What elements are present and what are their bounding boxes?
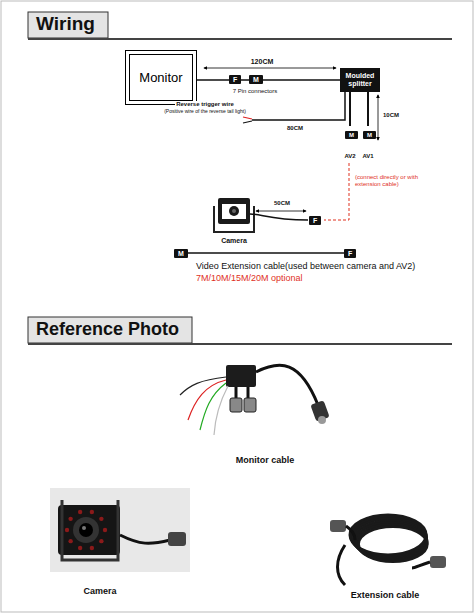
note-text: (Positive wire of the reverse tail light… (163, 109, 247, 115)
red-note: 7M/10M/15M/20M optional (195, 273, 304, 283)
node-text: Monitor (139, 70, 182, 85)
section-heading: Wiring (36, 13, 95, 35)
dimension-label: AV2 (343, 153, 356, 160)
red-note: (connect directly or with extension cabl… (354, 174, 438, 188)
dimension-label: 10CM (382, 112, 400, 119)
section-heading: Reference Photo (36, 319, 179, 340)
dimension-label: Camera (220, 237, 248, 245)
splitter-box: Moulded splitter (340, 68, 380, 92)
cable-line (197, 79, 340, 81)
dimension-label: 80CM (286, 125, 304, 132)
node-text: Moulded splitter (342, 72, 378, 87)
dimension-label: Monitor cable (235, 455, 296, 465)
connector-letter: M (174, 249, 188, 258)
connector-letter: F (229, 75, 241, 84)
dimension-label: 120CM (250, 58, 275, 66)
connector-letter: M (345, 131, 358, 139)
dimension-label: Camera (82, 586, 117, 596)
dimension-label: Extension cable (350, 590, 421, 600)
dimension-label: Reverse trigger wire (175, 101, 235, 108)
note-text: 7 Pin connectors (232, 88, 279, 95)
connector-letter: M (363, 131, 376, 139)
connector-letter: F (344, 249, 356, 258)
monitor-box: Monitor (125, 50, 197, 105)
dimension-label: AV1 (361, 153, 374, 160)
note-text: Video Extension cable(used between camer… (195, 261, 416, 271)
connector-letter: M (249, 75, 263, 84)
dimension-label: 50CM (273, 200, 291, 207)
connector-letter: F (309, 216, 321, 225)
